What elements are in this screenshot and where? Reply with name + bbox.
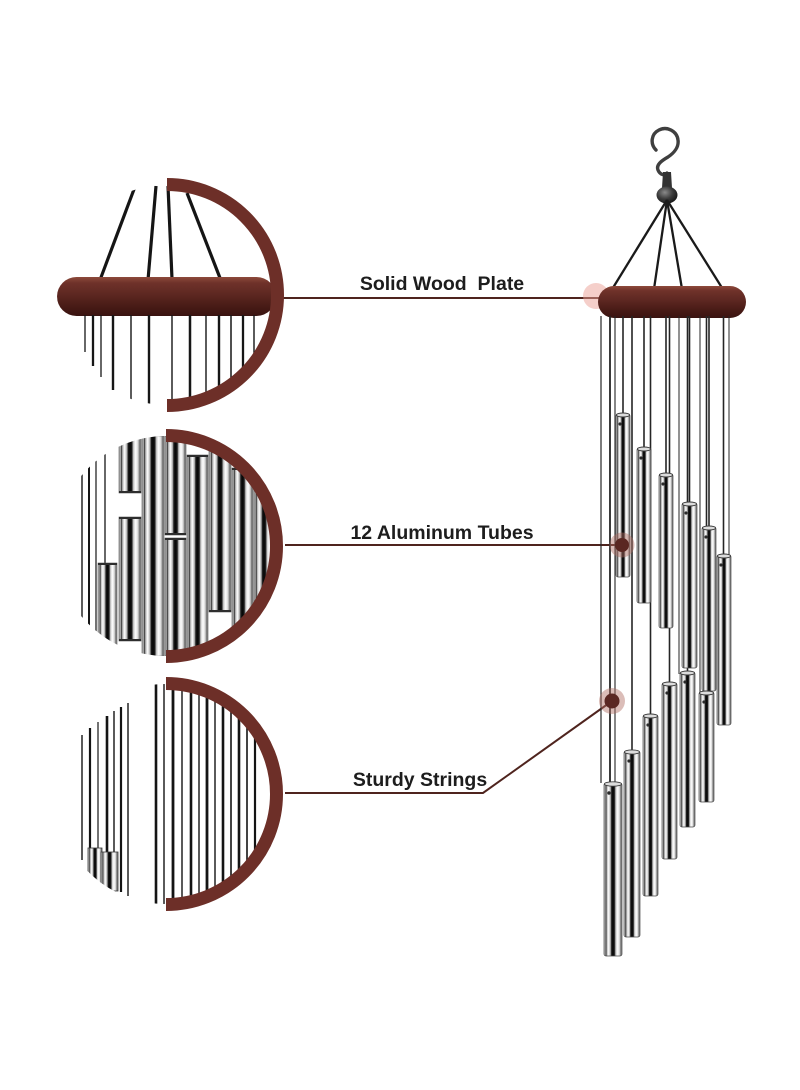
callout-dot-core <box>615 538 629 552</box>
hook-cone <box>662 172 672 188</box>
tube-top-caps <box>603 412 732 787</box>
plate-closeup-content <box>57 185 276 405</box>
aluminum-tube <box>661 682 678 860</box>
suspension-strings-closeup <box>98 185 222 281</box>
aluminum-tube <box>603 782 623 957</box>
leader-line-strings <box>285 700 613 794</box>
detail-view-strings-closeup <box>56 677 283 911</box>
tube-cap-seams <box>98 455 253 641</box>
detail-view-tubes-closeup <box>56 429 283 663</box>
detail-ring <box>165 677 283 911</box>
s-hook-icon <box>650 126 680 177</box>
detail-view-plate-closeup <box>57 178 284 412</box>
callout-dot-tubes <box>609 532 635 558</box>
label-solid-wood-plate: Solid Wood Plate <box>360 273 524 295</box>
strings-closeup-content <box>81 684 257 904</box>
knot-ball <box>656 186 678 204</box>
aluminum-tube <box>636 447 652 604</box>
aluminum-tubes <box>603 413 732 957</box>
label-sturdy-strings: Sturdy Strings <box>353 769 488 791</box>
aluminum-tube <box>623 750 641 938</box>
hanging-strings-closeup <box>84 315 255 405</box>
aluminum-tube <box>698 691 715 803</box>
detail-ring <box>166 178 284 412</box>
aluminum-tube <box>681 502 698 669</box>
closeup-strings <box>81 684 257 904</box>
aluminum-tube <box>701 526 717 692</box>
aluminum-tube <box>679 671 696 828</box>
strings-between-tubes <box>81 438 106 655</box>
detail-ring <box>165 429 283 663</box>
detail-circle-bg <box>56 684 276 904</box>
label-aluminum-tubes: 12 Aluminum Tubes <box>350 522 533 544</box>
wood-plate <box>598 286 746 318</box>
tubes-closeup-content <box>81 436 275 656</box>
callout-dot-strings <box>599 688 625 714</box>
aluminum-tube <box>658 473 674 629</box>
aluminum-tube <box>716 554 732 726</box>
callout-dot-core <box>604 693 620 709</box>
aluminum-tube <box>642 714 659 897</box>
leader-lines <box>283 297 618 794</box>
tube-string-holes <box>607 422 723 795</box>
suspension-strings <box>610 199 725 292</box>
wind-chime <box>598 126 746 957</box>
tube-top-fragments <box>87 847 119 892</box>
wood-plate-closeup <box>57 277 276 316</box>
